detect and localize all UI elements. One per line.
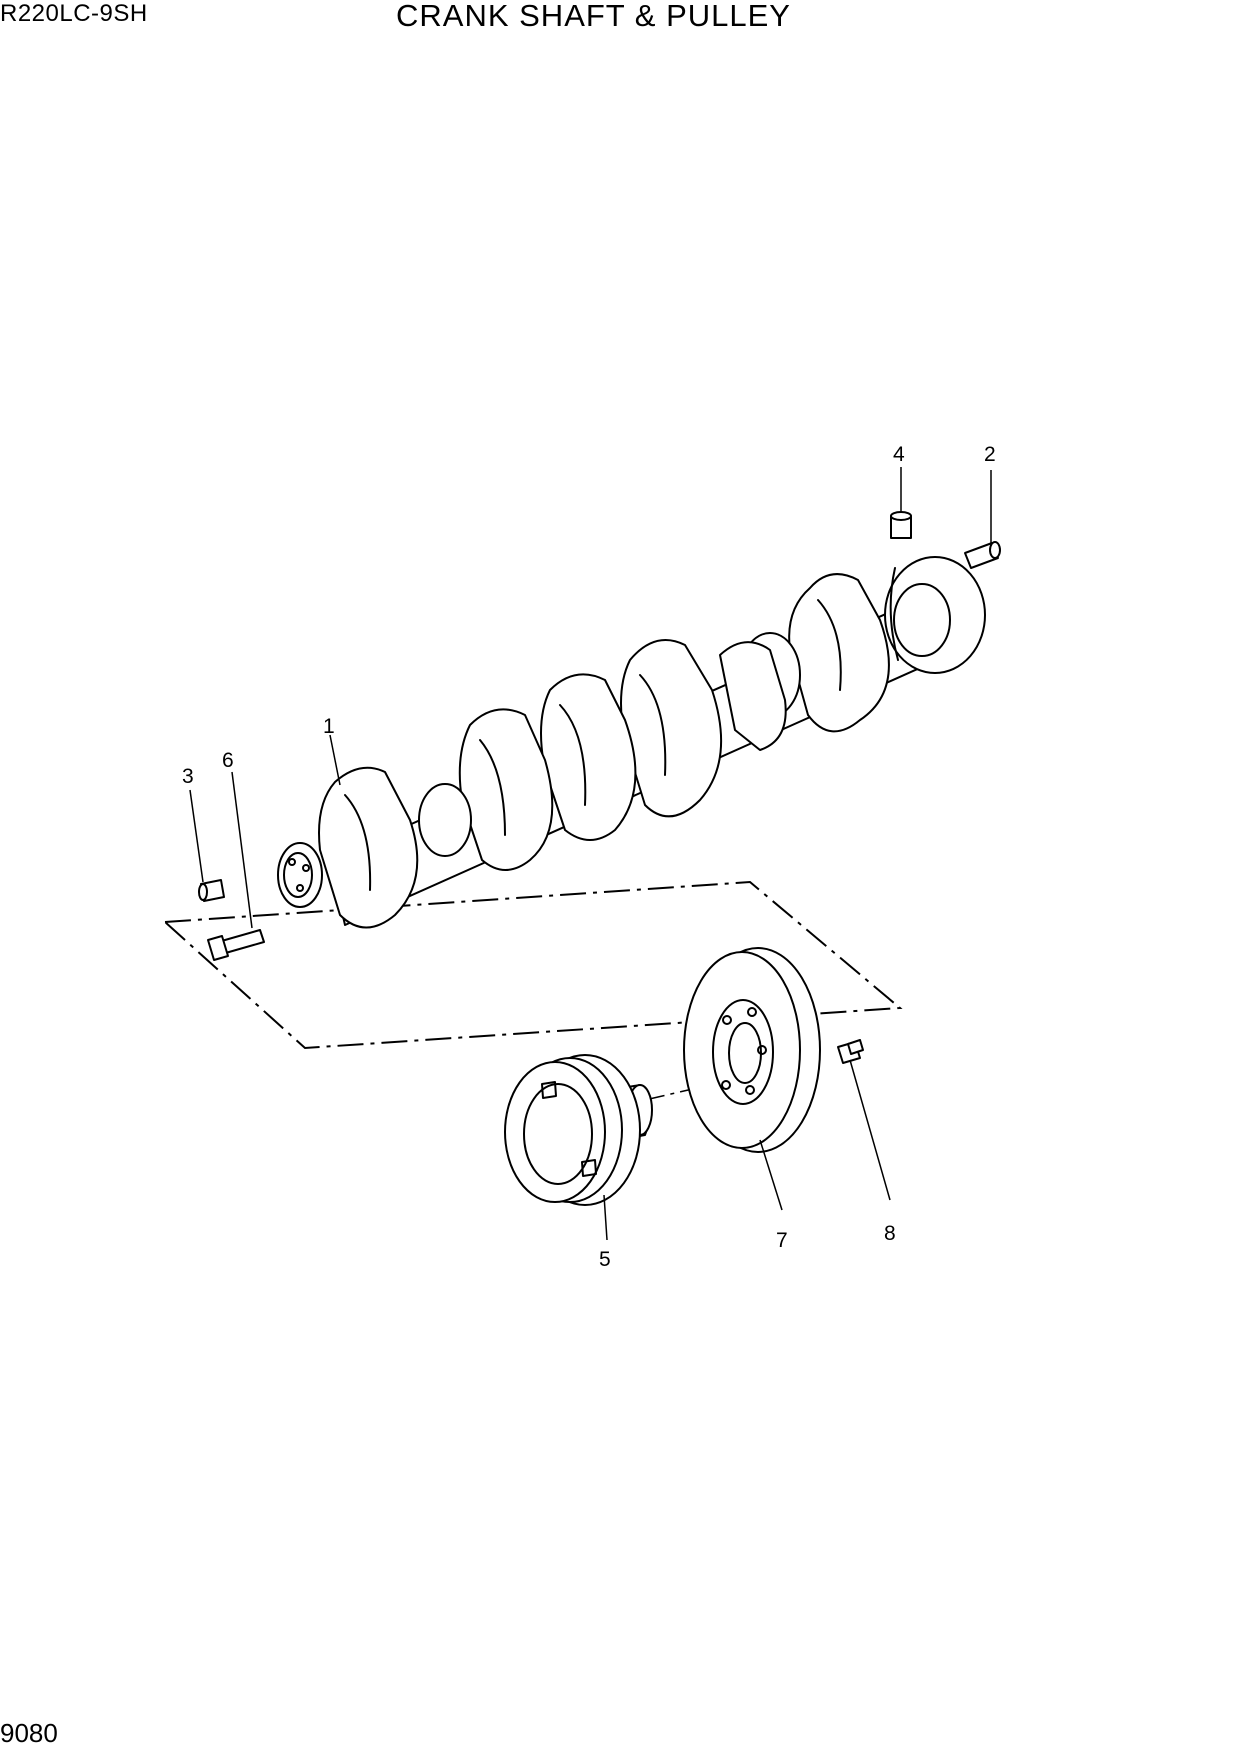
pin-part-3[interactable] (198, 879, 225, 902)
callout-8[interactable]: 8 (884, 1222, 896, 1245)
leader-3 (189, 789, 204, 883)
page-title: CRANK SHAFT & PULLEY (396, 0, 791, 33)
crankshaft-part[interactable] (277, 556, 986, 929)
leader-8 (849, 1059, 891, 1201)
leader-1 (329, 734, 341, 786)
leader-7 (759, 1139, 783, 1211)
callout-3[interactable]: 3 (182, 765, 194, 788)
bolt-part-8[interactable] (837, 1039, 864, 1064)
callout-4[interactable]: 4 (893, 443, 905, 466)
leader-6 (231, 771, 253, 929)
callout-7[interactable]: 7 (776, 1229, 788, 1252)
leader-5 (603, 1194, 608, 1241)
model-code: R220LC-9SH (0, 0, 148, 27)
pulley-part-5[interactable] (504, 1054, 653, 1206)
dowel-part-4[interactable] (890, 511, 912, 539)
callout-6[interactable]: 6 (222, 749, 234, 772)
pin-part-2[interactable] (964, 541, 1001, 569)
bolt-part-6[interactable] (207, 929, 265, 961)
callout-5[interactable]: 5 (599, 1248, 611, 1271)
callout-2[interactable]: 2 (984, 443, 996, 466)
page-number: 9080 (0, 1718, 58, 1748)
damper-part-7[interactable] (683, 947, 821, 1153)
assembly-outline (162, 880, 903, 1050)
callout-1[interactable]: 1 (323, 715, 335, 738)
